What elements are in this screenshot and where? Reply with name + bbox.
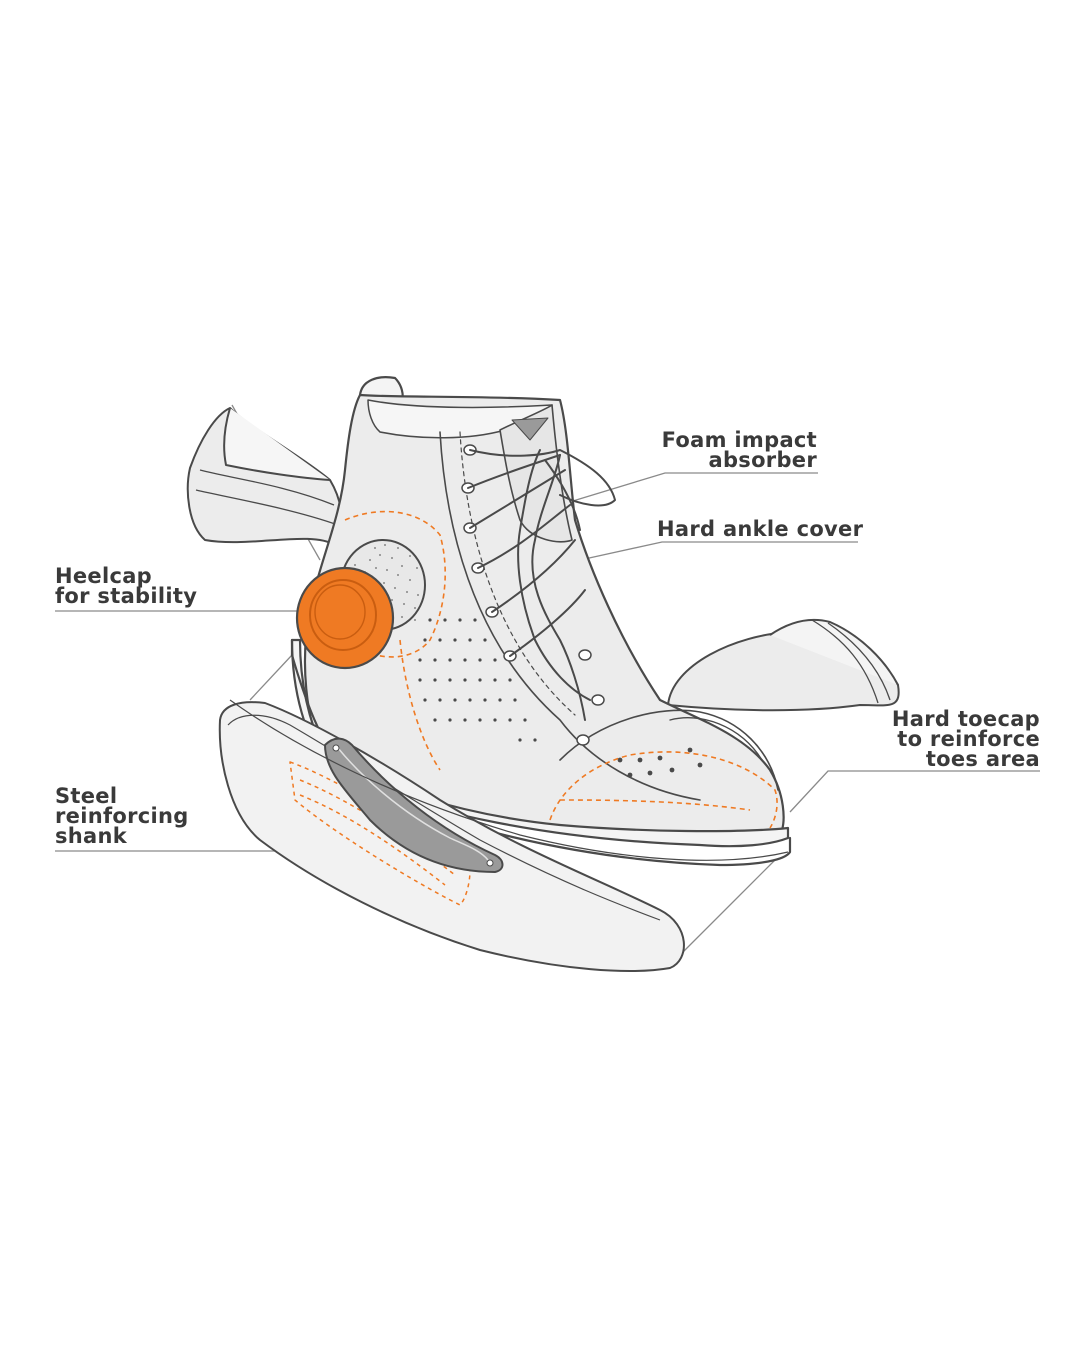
label-shank-line2: reinforcing (55, 804, 189, 828)
label-shank-line1: Steel (55, 784, 118, 808)
leader-heel-link (249, 654, 293, 701)
hard-ankle-cover (295, 566, 395, 670)
label-foam-line1: Foam impact (661, 428, 817, 452)
label-foam-impact-absorber: Foam impact absorber (661, 428, 817, 472)
insole-exploded (218, 701, 685, 972)
outsole (229, 699, 789, 861)
steel-shank (324, 737, 504, 873)
label-heelcap-line2: for stability (55, 584, 198, 608)
label-steel-shank: Steel reinforcing shank (55, 784, 189, 848)
label-hard-ankle-cover: Hard ankle cover (657, 517, 864, 541)
heel-counter-exploded (186, 407, 343, 546)
internal-protection-outlines (344, 510, 778, 829)
brand-mark-icon (511, 417, 549, 441)
label-heelcap: Heelcap for stability (55, 564, 198, 608)
laces (467, 449, 616, 721)
label-toecap-line2: to reinforce (897, 727, 1040, 751)
label-foam-line2: absorber (708, 448, 817, 472)
leader-sole-link (679, 859, 776, 956)
label-heelcap-line1: Heelcap (55, 564, 153, 588)
label-ankle-line1: Hard ankle cover (657, 517, 864, 541)
perforations (418, 618, 703, 778)
label-toecap-line1: Hard toecap (891, 707, 1040, 731)
label-hard-toecap: Hard toecap to reinforce toes area (891, 707, 1040, 771)
leader-toecap (789, 770, 1040, 813)
toe-cap-exploded (667, 618, 900, 712)
label-toecap-line3: toes area (925, 747, 1040, 771)
label-shank-line3: shank (55, 824, 128, 848)
